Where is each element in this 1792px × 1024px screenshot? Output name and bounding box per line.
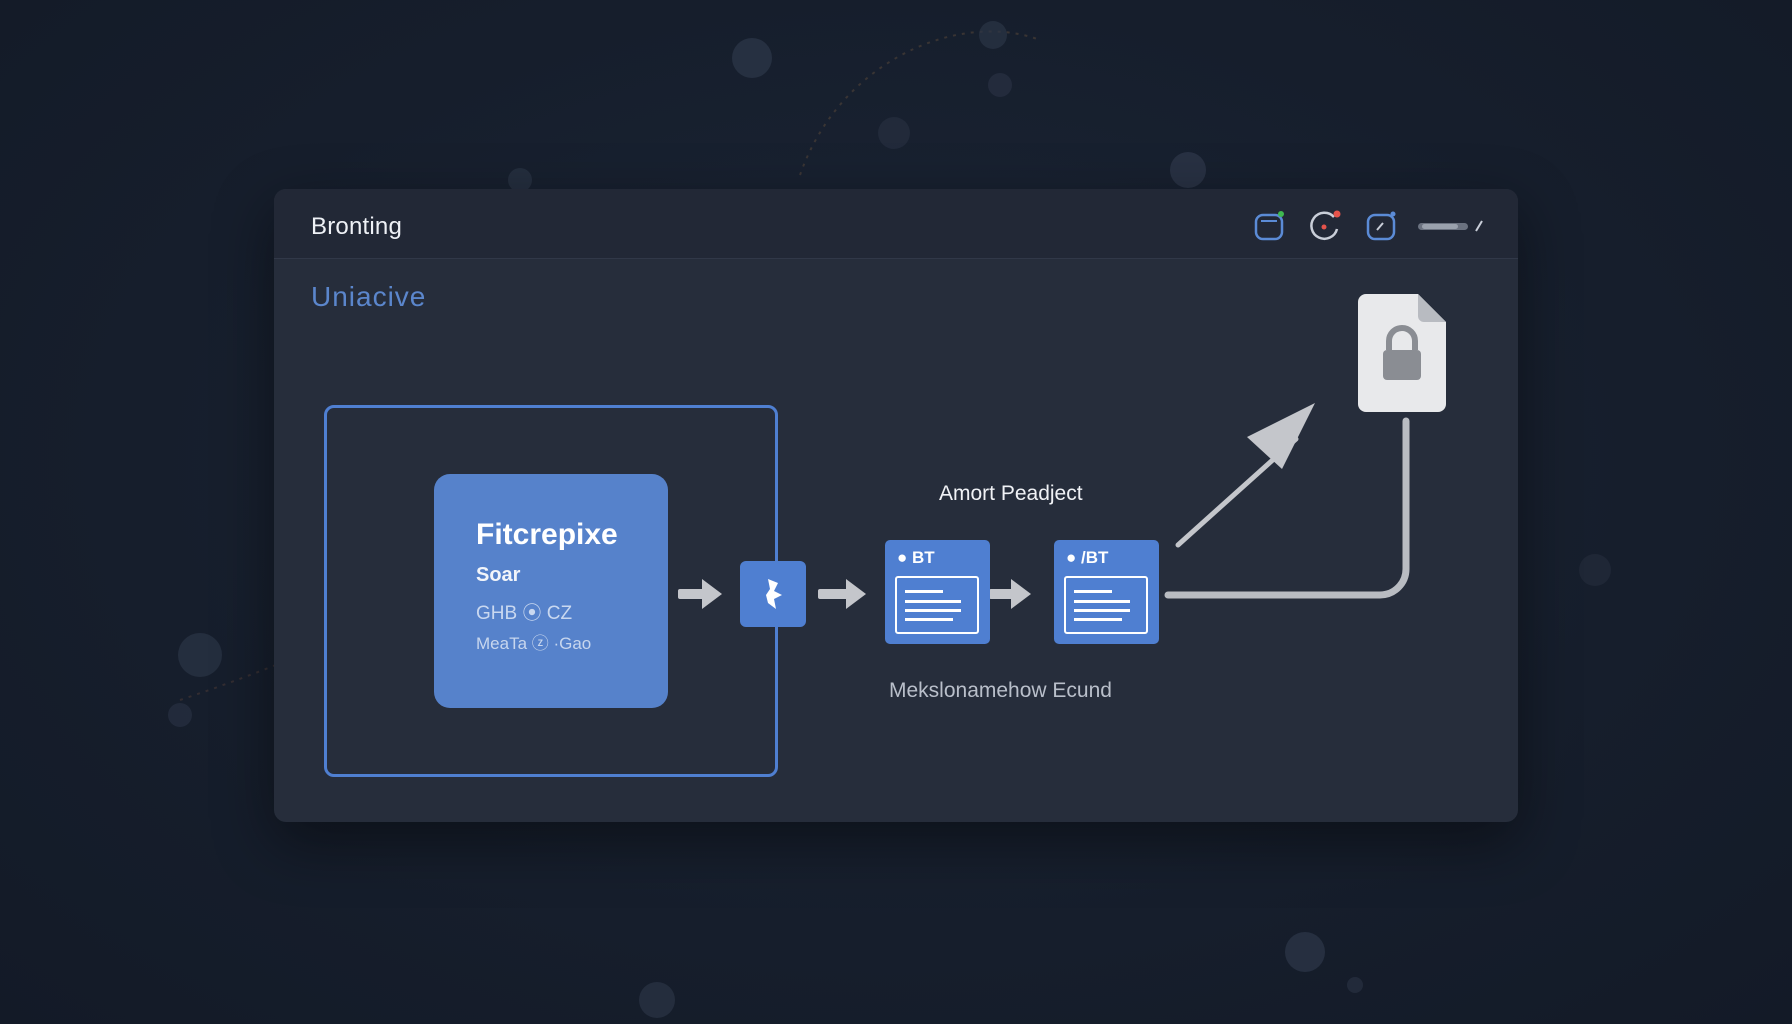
check-icon[interactable] [1364,209,1398,243]
record-icon[interactable] [1308,209,1342,243]
source-card-detail-1: GHB ⦿ CZ [476,603,573,624]
source-card-subtitle: Soar [476,564,521,586]
doc-icon [1064,576,1148,634]
flow-label: Amort Peadject [939,482,1083,505]
source-card-detail-2: MeaTa ⓩ ·Gao [476,634,592,653]
transform-node[interactable] [740,561,806,627]
main-window: Bronting Uniacive [274,189,1518,822]
window-title: Bronting [311,213,402,240]
doc-node-1[interactable]: ● BT [885,540,990,644]
window-icon[interactable] [1252,209,1286,243]
slider-icon[interactable] [1414,209,1486,243]
flow-connectors [678,403,1410,609]
source-card[interactable]: Fitcrepixe Soar GHB ⦿ CZ MeaTa ⓩ ·Gao [434,474,668,708]
locked-file-icon[interactable] [1356,294,1448,412]
doc-icon [895,576,979,634]
source-card-title: Fitcrepixe [476,518,618,551]
doc-node-1-label: ● BT [897,548,935,567]
puzzle-icon [766,579,782,609]
section-subtitle: Uniacive [311,281,427,312]
doc-node-2-label: ● /BT [1066,548,1109,567]
title-bar: Bronting [274,189,1518,259]
flow-caption: Mekslonamehow Ecund [889,679,1112,702]
doc-node-2[interactable]: ● /BT [1054,540,1159,644]
